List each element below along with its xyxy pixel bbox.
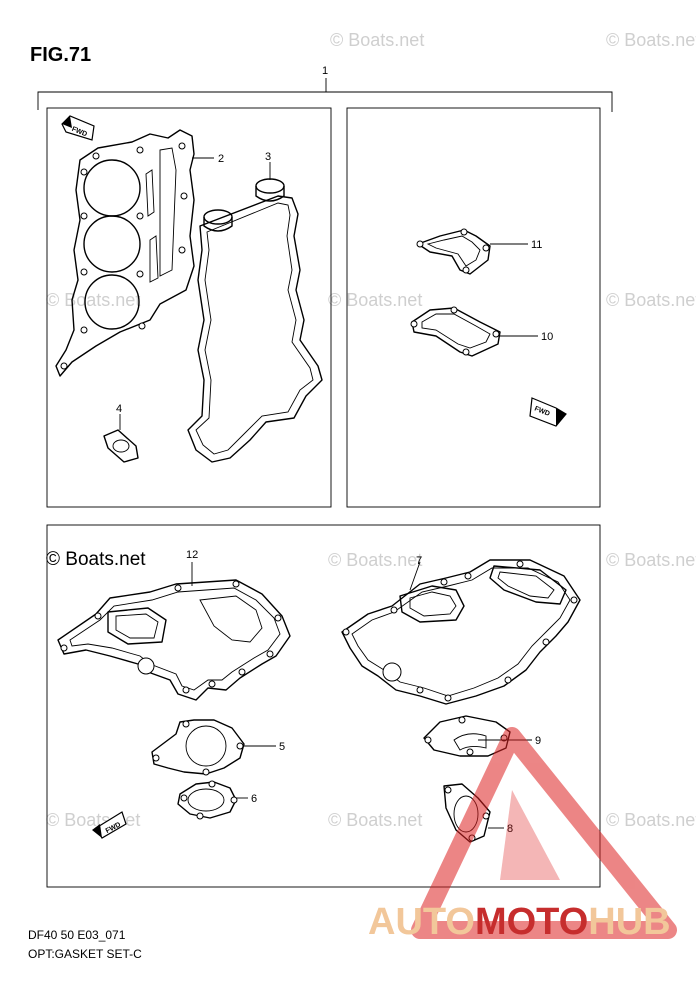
watermark: © Boats.net <box>328 810 422 830</box>
watermark-grid: © Boats.net © Boats.net © Boats.net © Bo… <box>46 30 696 830</box>
brand-part-1: AUTO <box>368 901 475 943</box>
callout-3: 3 <box>265 151 271 163</box>
diagram-name: OPT:GASKET SET-C <box>28 947 142 961</box>
diagram-code: DF40 50 E03_071 <box>28 928 126 942</box>
callout-11: 11 <box>531 239 542 251</box>
watermark: © Boats.net <box>328 550 422 570</box>
fwd-arrow-icon: FWD <box>92 811 127 839</box>
callout-4: 4 <box>116 403 122 415</box>
part-10-gasket[interactable] <box>410 306 501 357</box>
callout-1: 1 <box>322 65 328 77</box>
part-12-large-gasket[interactable] <box>57 579 291 701</box>
part-3-cover-gasket[interactable] <box>187 178 323 463</box>
part-11-gasket[interactable] <box>416 228 491 275</box>
part-6-gasket[interactable] <box>177 780 238 820</box>
triangle-exclamation-logo <box>411 727 677 939</box>
part-7-large-gasket[interactable] <box>341 559 581 705</box>
panel-bottom <box>46 524 601 888</box>
callout-7: 7 <box>416 555 422 567</box>
figure-title: FIG.71 <box>30 44 92 66</box>
watermark: © Boats.net <box>330 30 424 50</box>
callout-5: 5 <box>279 741 285 753</box>
callout-10: 10 <box>541 331 553 343</box>
watermark: © Boats.net <box>328 290 422 310</box>
brand-wordmark: AUTOMOTOHUB <box>368 901 671 944</box>
fwd-arrow-icon: FWD <box>61 115 95 141</box>
watermark: © Boats.net <box>606 290 696 310</box>
callout-6: 6 <box>251 793 257 805</box>
callout-9: 9 <box>535 735 541 747</box>
brand-part-3: HUB <box>588 901 671 943</box>
watermark: © Boats.net <box>606 30 696 50</box>
callout-8: 8 <box>507 823 513 835</box>
watermark: © Boats.net <box>606 550 696 570</box>
panel-top-left <box>46 107 332 508</box>
brand-part-2: MOTO <box>474 901 589 943</box>
part-5-gasket[interactable] <box>151 719 245 776</box>
part-4-small-gasket[interactable] <box>103 429 139 463</box>
callout-12: 12 <box>186 549 198 561</box>
watermark: © Boats.net <box>606 810 696 830</box>
fwd-arrow-icon: FWD <box>529 397 567 427</box>
set-bracket: 1 <box>37 65 613 112</box>
part-2-head-gasket[interactable] <box>55 129 195 377</box>
watermark: © Boats.net <box>46 810 140 830</box>
watermark: © Boats.net <box>46 290 140 310</box>
callout-2: 2 <box>218 153 224 165</box>
panel-top-right <box>346 107 601 508</box>
watermark-main: © Boats.net <box>46 549 146 570</box>
